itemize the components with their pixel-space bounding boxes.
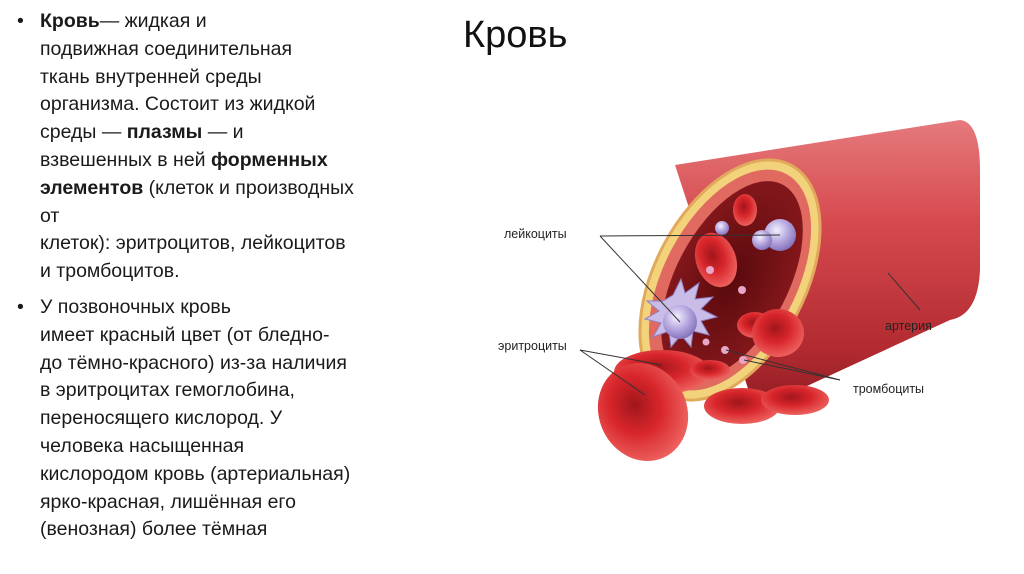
text-line: переносящего кислород. У (40, 405, 444, 433)
leader-line (743, 359, 841, 381)
label-leukocytes: лейкоциты (504, 227, 567, 241)
text-line: (венозная) более тёмная (40, 516, 444, 544)
text-line: организма. Состоит из жидкой (40, 91, 444, 119)
text-run: переносящего кислород. У (40, 407, 283, 430)
leader-line (599, 235, 681, 323)
platelet-inside (706, 266, 714, 274)
erythrocyte-inside (733, 194, 757, 226)
text-run: в эритроцитах гемоглобина, (40, 379, 295, 402)
text-line: подвижная соединительная (40, 36, 444, 64)
slide-title: Кровь (463, 14, 568, 56)
leader-line (887, 272, 921, 311)
bold-term: плазмы (126, 121, 203, 144)
text-line: до тёмно-красного) из-за наличия (40, 350, 444, 378)
text-line: кислородом кровь (артериальная) (40, 461, 444, 489)
erythrocyte-outside (752, 309, 804, 357)
text-run: У позвоночных кровь (40, 295, 231, 318)
text-run: (клеток и производных (143, 176, 354, 199)
leader-line (579, 349, 663, 366)
text-line: и тромбоцитов. (40, 258, 444, 286)
platelet (721, 346, 729, 354)
text-run: — жидкая и (99, 10, 207, 32)
text-run: клеток): эритроцитов, лейкоцитов (40, 232, 346, 255)
text-run: (венозная) более тёмная (40, 518, 268, 541)
text-run: — и (202, 121, 244, 144)
text-line: Кровь— жидкая и (40, 8, 444, 36)
bold-term: Кровь (40, 10, 100, 32)
text-line: имеет красный цвет (от бледно- (40, 322, 444, 350)
platelet (702, 338, 710, 346)
text-line: клеток): эритроцитов, лейкоцитов (40, 230, 444, 258)
erythrocyte-outside (761, 385, 829, 415)
platelet (739, 356, 747, 364)
text-run: и тромбоцитов. (40, 260, 180, 283)
text-run: организма. Состоит из жидкой (40, 93, 316, 116)
erythrocyte-outside (704, 388, 780, 424)
text-run: ткань внутренней среды (40, 65, 262, 88)
erythrocyte-inside (694, 232, 738, 288)
label-artery: артерия (885, 319, 932, 333)
text-run: имеет красный цвет (от бледно- (40, 323, 330, 346)
blood-vessel-illustration: лейкоциты артерия эритроциты тромбоциты (498, 120, 980, 461)
text-line: ткань внутренней среды (40, 64, 444, 92)
bullet-marker: • (17, 295, 24, 318)
text-line: от (40, 203, 444, 231)
leukocyte-inside (715, 221, 729, 235)
erythrocyte-outside (597, 363, 689, 461)
label-platelets: тромбоциты (853, 382, 924, 396)
text-line: человека насыщенная (40, 433, 444, 461)
text-line: элементов (клеток и производных (40, 175, 444, 203)
erythrocyte-outside (690, 360, 730, 380)
text-line: ярко-красная, лишённая его (40, 489, 444, 517)
text-run: ярко-красная, лишённая его (40, 490, 296, 513)
text-run: подвижная соединительная (40, 37, 293, 60)
text-line: в эритроцитах гемоглобина, (40, 377, 444, 405)
text-run: человека насыщенная (40, 434, 244, 457)
bullet-paragraph: • У позвоночных кровь имеет красный цвет (… (14, 294, 444, 544)
text-run: взвешенных в ней (40, 148, 211, 171)
bold-term: форменных (210, 148, 328, 171)
bold-term: элементов (40, 176, 144, 199)
leader-line (599, 234, 781, 237)
leukocyte-inside (752, 230, 772, 250)
leader-line (725, 349, 841, 381)
label-erythrocytes: эритроциты (498, 339, 567, 353)
text-line: У позвоночных кровь (40, 294, 444, 322)
text-run: среды — (40, 121, 127, 144)
text-line: среды — плазмы — и (40, 119, 444, 147)
text-run: от (40, 204, 60, 227)
platelet-inside (738, 286, 746, 294)
text-line: взвешенных в ней форменных (40, 147, 444, 175)
leader-line (579, 349, 646, 396)
bullet-marker: • (17, 10, 24, 32)
text-run: кислородом кровь (артериальная) (40, 462, 351, 485)
text-run: до тёмно-красного) из-за наличия (40, 351, 347, 374)
